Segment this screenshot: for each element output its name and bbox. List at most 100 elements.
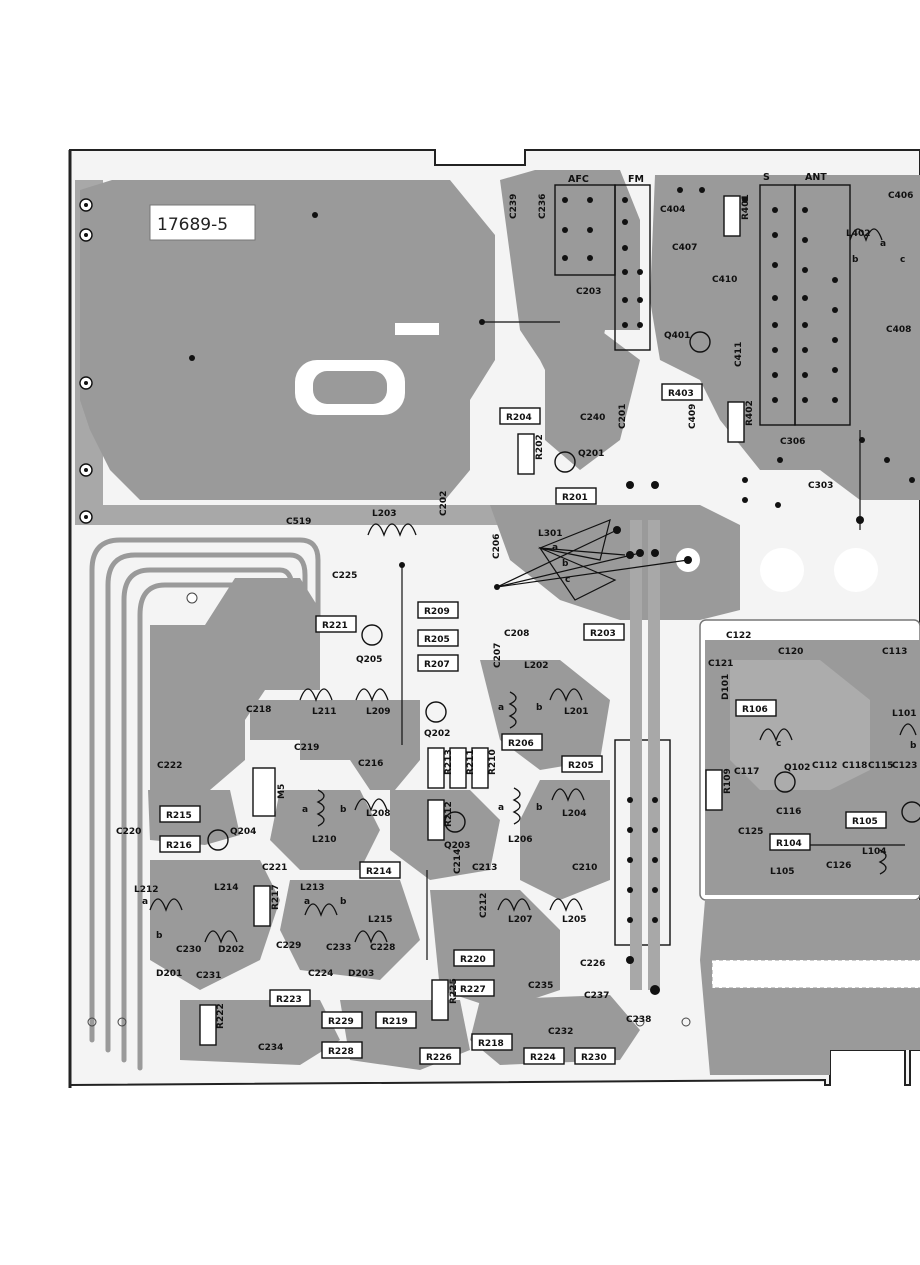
pin-letter: b: [536, 803, 543, 813]
ref-label: R402: [745, 400, 755, 426]
s-label: S: [763, 172, 770, 183]
ref-label: C126: [826, 861, 851, 871]
ref-label: C410: [712, 275, 737, 285]
ref-label: C230: [176, 945, 201, 955]
ref-label: C225: [332, 571, 357, 581]
ref-label: R106: [742, 705, 768, 715]
ref-label: C235: [528, 981, 553, 991]
ref-label: C120: [778, 647, 803, 657]
fm-label: FM: [628, 174, 644, 185]
ref-label: L105: [770, 867, 795, 877]
ref-label: Q202: [424, 729, 450, 739]
ref-label: R224: [530, 1053, 556, 1063]
ref-label: C222: [157, 761, 182, 771]
ant-label: ANT: [805, 172, 827, 183]
ref-label: C116: [776, 807, 801, 817]
ref-label: L211: [312, 707, 337, 717]
ref-label: R215: [166, 811, 192, 821]
ref-label: C231: [196, 971, 221, 981]
ref-label: R207: [424, 660, 450, 670]
ref-label: R223: [276, 995, 302, 1005]
pin-letter: b: [910, 741, 917, 751]
ref-label: R222: [216, 1003, 226, 1029]
ref-label: R226: [426, 1053, 452, 1063]
ref-label: L101: [892, 709, 917, 719]
ref-label: R212: [444, 801, 454, 827]
afc-label: AFC: [568, 174, 589, 185]
ref-label: C237: [584, 991, 609, 1001]
ref-label: C303: [808, 481, 833, 491]
ref-label: M5: [277, 784, 287, 799]
ref-label: L201: [564, 707, 589, 717]
ref-label: C220: [116, 827, 141, 837]
ref-label: C112: [812, 761, 837, 771]
ref-label: L213: [300, 883, 325, 893]
ref-label: L210: [312, 835, 337, 845]
ref-label: C519: [286, 517, 311, 527]
ref-label: C214: [453, 849, 463, 874]
ref-label: Q203: [444, 841, 470, 851]
pin-letter: a: [304, 897, 310, 907]
ref-label: D203: [348, 969, 374, 979]
ref-label: L203: [372, 509, 397, 519]
ref-label: C218: [246, 705, 271, 715]
pin-letter: c: [900, 255, 905, 265]
ref-label: L205: [562, 915, 587, 925]
ref-label: L301: [538, 529, 563, 539]
component-layer: [159, 195, 887, 1065]
ref-label: C233: [326, 943, 351, 953]
ref-label: C224: [308, 969, 333, 979]
ref-label: R205: [568, 761, 594, 771]
ref-label: R210: [488, 749, 498, 775]
ref-label: R216: [166, 841, 192, 851]
ref-label: C408: [886, 325, 911, 335]
ref-label: Q205: [356, 655, 382, 665]
ref-label: C122: [726, 631, 751, 641]
ref-label: Q201: [578, 449, 604, 459]
ref-label: L204: [562, 809, 587, 819]
ref-label: R229: [328, 1017, 354, 1027]
pin-letter: c: [565, 575, 570, 585]
ref-label: C121: [708, 659, 733, 669]
ref-label: C411: [734, 342, 744, 367]
pin-letter: b: [536, 703, 543, 713]
pin-letter: b: [340, 805, 347, 815]
ref-label: R209: [424, 607, 450, 617]
ref-label: C232: [548, 1027, 573, 1037]
component-references: R204 R202 R201 R209 R205 R207 R221 R203 …: [116, 191, 917, 1063]
ref-label: R218: [478, 1039, 504, 1049]
ref-label: C207: [493, 643, 503, 668]
ref-label: R105: [852, 817, 878, 827]
ref-label: C229: [276, 941, 301, 951]
pin-letter: b: [852, 255, 859, 265]
ref-label: L206: [508, 835, 533, 845]
ref-label: C125: [738, 827, 763, 837]
ref-label: D202: [218, 945, 244, 955]
ref-label: R227: [460, 985, 486, 995]
ref-label: C216: [358, 759, 383, 769]
ref-label: L202: [524, 661, 549, 671]
ref-label: C212: [479, 893, 489, 918]
ref-label: Q204: [230, 827, 256, 837]
ref-label: R401: [741, 194, 751, 220]
ref-label: R228: [328, 1047, 354, 1057]
ref-label: R225: [449, 978, 459, 1004]
ref-label: Q102: [784, 763, 810, 773]
ref-label: L104: [862, 847, 887, 857]
coil-symbols: [149, 228, 917, 944]
ref-label: R220: [460, 955, 486, 965]
ref-label: C202: [439, 491, 449, 516]
ref-label: C238: [626, 1015, 651, 1025]
board-id-label: 17689-5: [157, 215, 228, 235]
ref-label: R201: [562, 493, 588, 503]
ground-plane-top: [80, 180, 495, 500]
ref-label: C203: [576, 287, 601, 297]
pin-letter: b: [340, 897, 347, 907]
ref-label: L207: [508, 915, 533, 925]
ref-label: C115: [868, 761, 893, 771]
ref-label: C221: [262, 863, 287, 873]
ref-label: C118: [842, 761, 867, 771]
pin-letter: b: [562, 559, 569, 569]
ref-label: D201: [156, 969, 182, 979]
